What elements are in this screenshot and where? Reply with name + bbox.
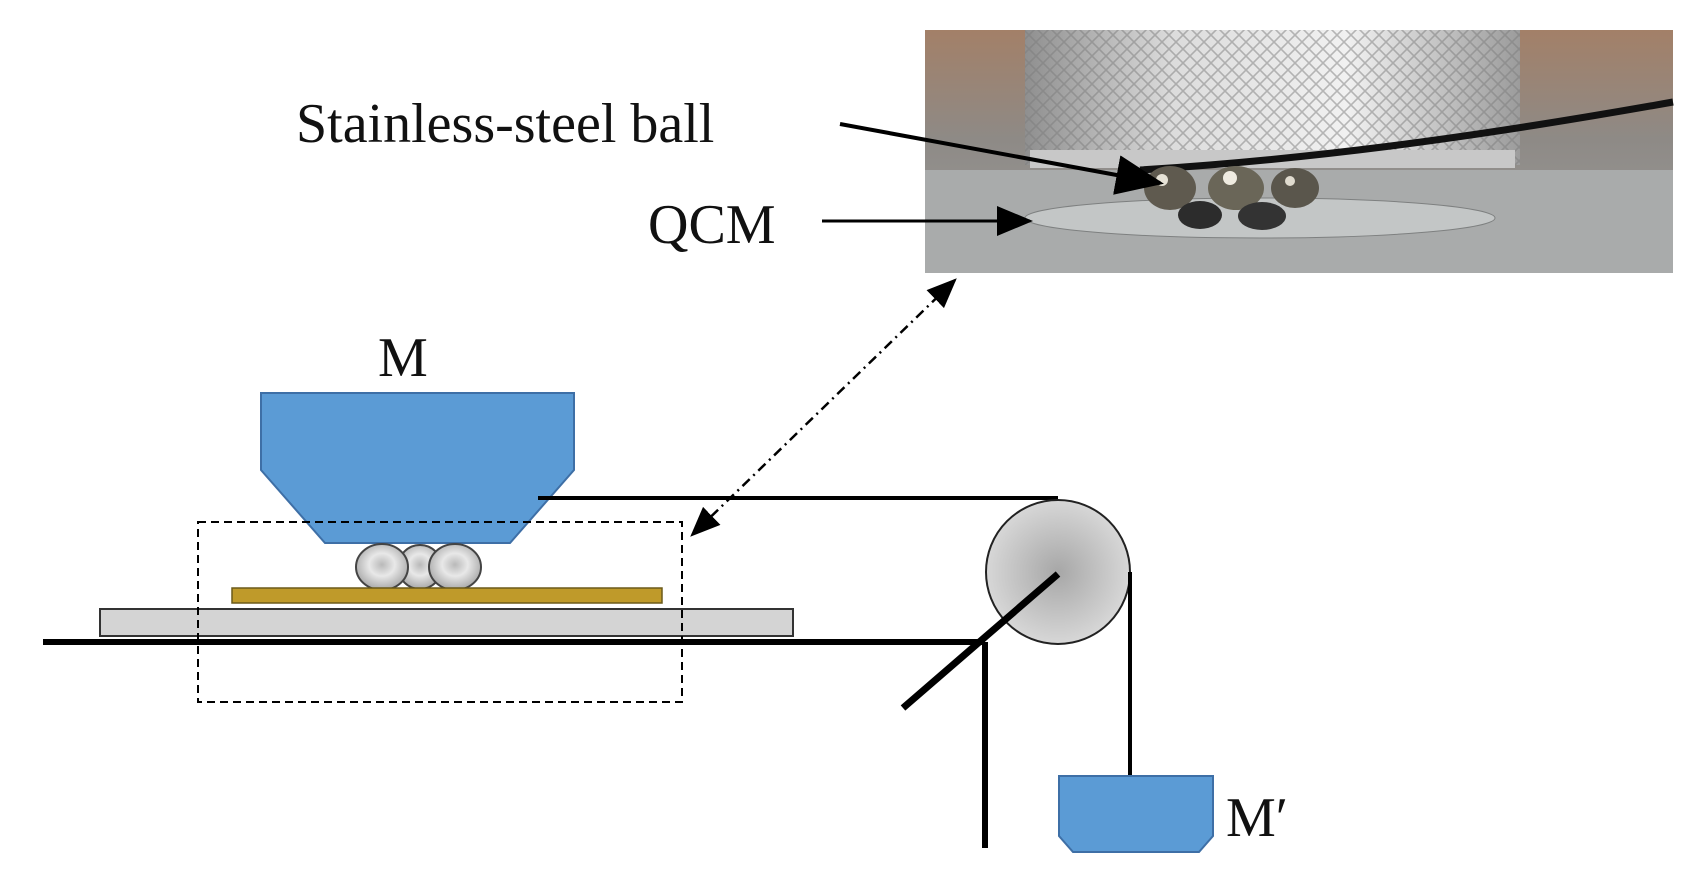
- pulley-wheel: [985, 499, 1131, 645]
- stainless-steel-ball-label: Stainless-steel ball: [296, 93, 714, 155]
- balls-photo: [1144, 166, 1319, 230]
- pulley-bracket: [900, 571, 1061, 711]
- qcm-plate: [231, 587, 663, 604]
- zoom-box: [197, 521, 683, 703]
- mass-block: [260, 392, 575, 544]
- counter-mass-block: [1058, 775, 1214, 853]
- stage-plate: [99, 608, 794, 637]
- mass-label: M: [378, 327, 428, 389]
- qcm-label: QCM: [648, 194, 776, 256]
- zoom-link-arrow: [690, 278, 957, 537]
- ball-arrow: [839, 122, 1164, 195]
- counter-mass-label: M′: [1226, 787, 1288, 849]
- wire-photo: [1139, 98, 1674, 174]
- photo-inset: [925, 30, 1674, 273]
- steel-balls: [355, 543, 482, 591]
